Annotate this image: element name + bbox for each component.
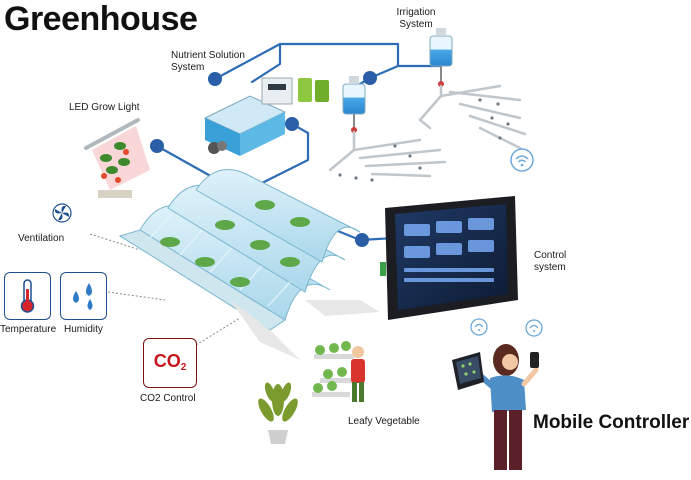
temperature-label: Temperature <box>0 324 57 335</box>
temperature-tile <box>4 272 51 320</box>
co2-subscript: 2 <box>180 362 187 373</box>
water-drops-icon <box>73 283 93 310</box>
control-label-line2: system <box>534 262 566 273</box>
mobile-controller-label: Mobile Controller <box>533 412 690 433</box>
page-title: Greenhouse <box>4 0 198 38</box>
irrigation-label: Irrigation System <box>386 7 446 31</box>
co2-glyph: CO <box>153 351 181 371</box>
nutrient-label-line1: Nutrient Solution <box>171 50 245 61</box>
nutrient-solution-unit <box>203 77 329 156</box>
ventilation-label: Ventilation <box>18 233 65 244</box>
led-label: LED Grow Light <box>69 102 140 113</box>
humidity-label: Humidity <box>64 324 103 335</box>
leafy-vegetable-rack <box>312 341 365 402</box>
wifi-icon <box>525 319 543 337</box>
tablet-icon <box>452 352 539 390</box>
irrigation-drips <box>338 98 510 182</box>
nutrient-label-line2: System <box>171 62 205 73</box>
irrigation-tank-2 <box>342 76 366 133</box>
irrigation-label-line2: System <box>399 19 433 30</box>
irrigation-pipes <box>328 84 527 178</box>
potted-plant <box>258 382 298 444</box>
control-panel <box>380 196 518 320</box>
humidity-tile <box>60 272 107 320</box>
greenhouse-structure <box>118 169 380 360</box>
control-label-line1: Control <box>534 250 567 261</box>
irrigation-tank-1 <box>429 28 453 87</box>
wifi-icon <box>510 148 534 172</box>
control-system-label: Control system <box>534 250 566 274</box>
nutrient-label: Nutrient Solution System <box>171 50 245 74</box>
co2-icon: CO2 <box>144 351 196 373</box>
co2-control-label: CO2 Control <box>140 393 196 404</box>
co2-tile: CO2 <box>143 338 197 388</box>
mobile-person <box>473 344 539 470</box>
leafy-vegetable-label: Leafy Vegetable <box>348 416 420 427</box>
fan-icon <box>52 203 72 223</box>
thermometer-icon <box>20 279 35 313</box>
wifi-icon <box>470 318 488 336</box>
pointer-lines <box>89 233 241 346</box>
led-grow-light <box>84 118 150 198</box>
irrigation-label-line1: Irrigation <box>396 7 436 18</box>
